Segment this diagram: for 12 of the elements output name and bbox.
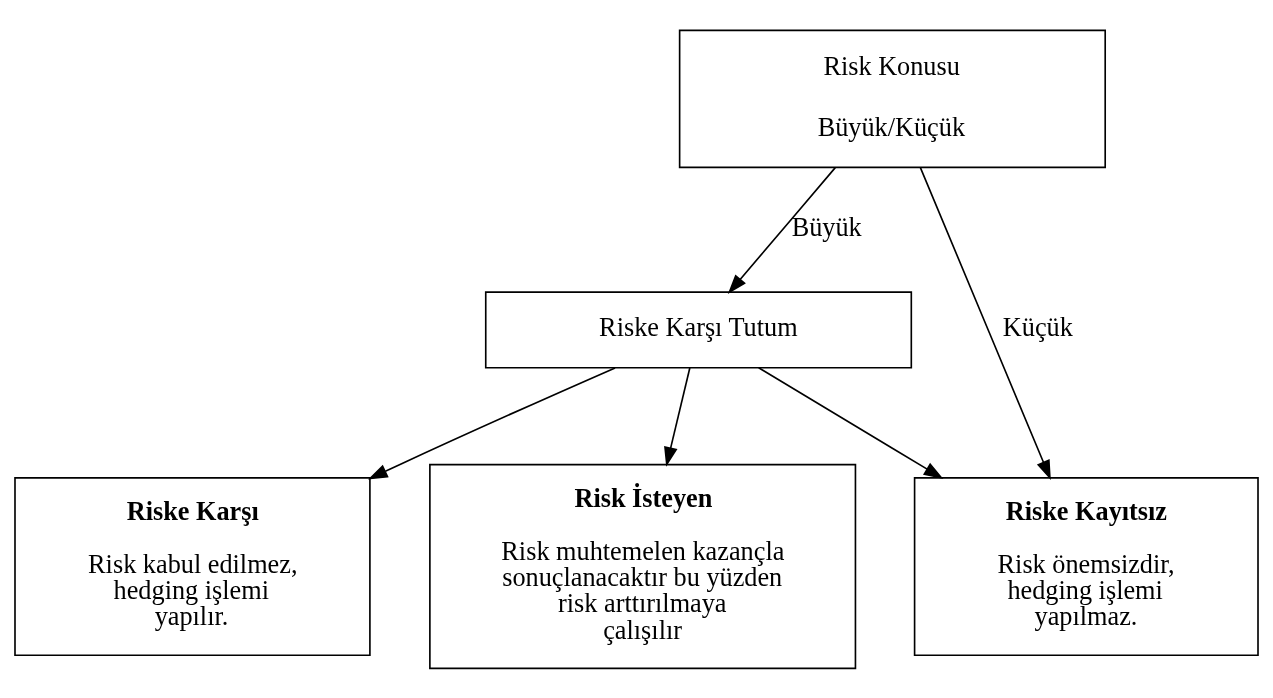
- arrow: [664, 366, 691, 467]
- node-box: Risk İsteyen Risk muhtemelen kazançla sonuçlanacaktır bu yüzden risk arttırılmaya çalışılır: [429, 463, 857, 669]
- arrow: [727, 166, 837, 294]
- node-box: Risk Konusu Büyük/Küçük: [678, 29, 1106, 168]
- node-box: Riske Karşı Tutum: [484, 290, 913, 369]
- arrow: [919, 166, 1051, 480]
- arrow: [757, 366, 944, 479]
- edge-label: Küçük: [1002, 312, 1073, 342]
- edge-label: Büyük: [791, 212, 862, 242]
- node-box: Riske Kayıtsız Risk önemsizdir, hedging işlemi yapılmaz.: [913, 476, 1259, 656]
- arrow: [367, 366, 616, 479]
- node-box: Riske Karşı Risk kabul edilmez, hedging işlemi yapılır.: [14, 476, 371, 656]
